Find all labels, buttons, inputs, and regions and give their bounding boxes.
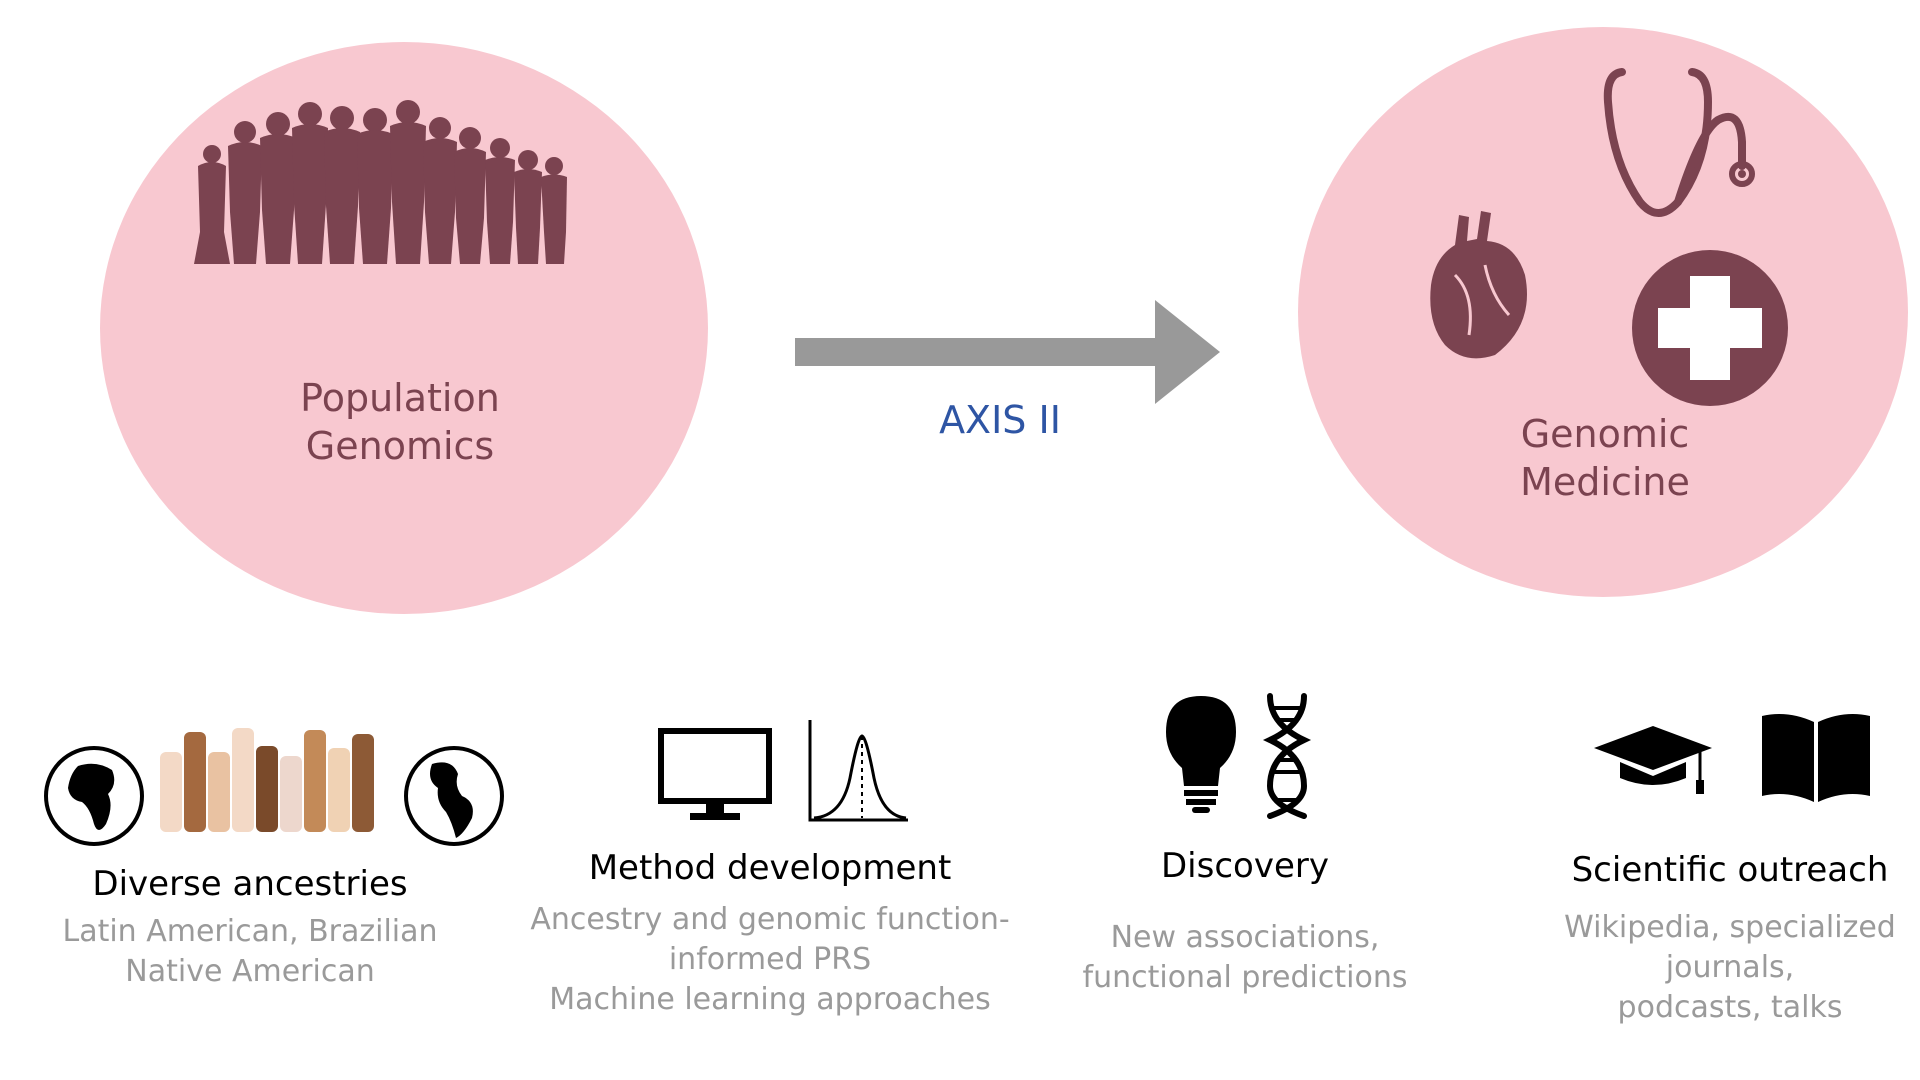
heart-icon (1430, 211, 1527, 359)
right-label-line-1: Genomic (1520, 412, 1690, 456)
population-genomics-label: Population Genomics (250, 374, 550, 470)
stethoscope-icon (1603, 68, 1755, 217)
section-body-method-development: Ancestry and genomic function- informed … (520, 900, 1020, 1020)
axis-label: AXIS II (939, 398, 1061, 442)
medical-cross-icon (1632, 250, 1788, 406)
globe-americas-icon (404, 746, 504, 846)
section-title-diverse-ancestries: Diverse ancestries (92, 864, 408, 904)
section-1-line-2: Native American (125, 954, 375, 989)
crowd-silhouette-icon (194, 100, 567, 264)
left-label-line-1: Population (300, 376, 500, 420)
open-book-icon (1762, 714, 1870, 802)
raised-hands-icon (160, 728, 374, 832)
section-4-line-1: Wikipedia, specialized (1564, 910, 1896, 945)
globe-africa-icon (44, 746, 144, 846)
section-body-discovery: New associations, functional predictions (1060, 918, 1430, 998)
section-4-line-2: journals, (1665, 950, 1795, 985)
right-label-line-2: Medicine (1520, 460, 1690, 504)
section-4-line-3: podcasts, talks (1617, 990, 1843, 1025)
section-title-discovery: Discovery (1161, 846, 1329, 886)
section-body-diverse-ancestries: Latin American, Brazilian Native America… (40, 912, 460, 992)
dna-icon (1262, 693, 1312, 819)
section-2-line-1: Ancestry and genomic function- (530, 902, 1010, 937)
lightbulb-icon (1166, 696, 1236, 813)
section-body-scientific-outreach: Wikipedia, specialized journals, podcast… (1540, 908, 1920, 1028)
section-1-line-1: Latin American, Brazilian (62, 914, 438, 949)
section-2-line-2: informed PRS (668, 942, 872, 977)
genomic-medicine-circle (1298, 27, 1908, 597)
bell-curve-icon (808, 720, 908, 822)
graduation-cap-icon (1594, 726, 1712, 794)
genomic-medicine-label: Genomic Medicine (1445, 410, 1765, 506)
section-title-scientific-outreach: Scientific outreach (1571, 850, 1889, 890)
section-2-line-3: Machine learning approaches (549, 982, 991, 1017)
section-title-method-development: Method development (588, 848, 952, 888)
right-arrow-icon (795, 300, 1220, 404)
section-3-line-1: New associations, (1110, 920, 1380, 955)
left-label-line-2: Genomics (305, 424, 495, 468)
section-3-line-2: functional predictions (1082, 960, 1408, 995)
computer-monitor-icon (658, 728, 772, 820)
